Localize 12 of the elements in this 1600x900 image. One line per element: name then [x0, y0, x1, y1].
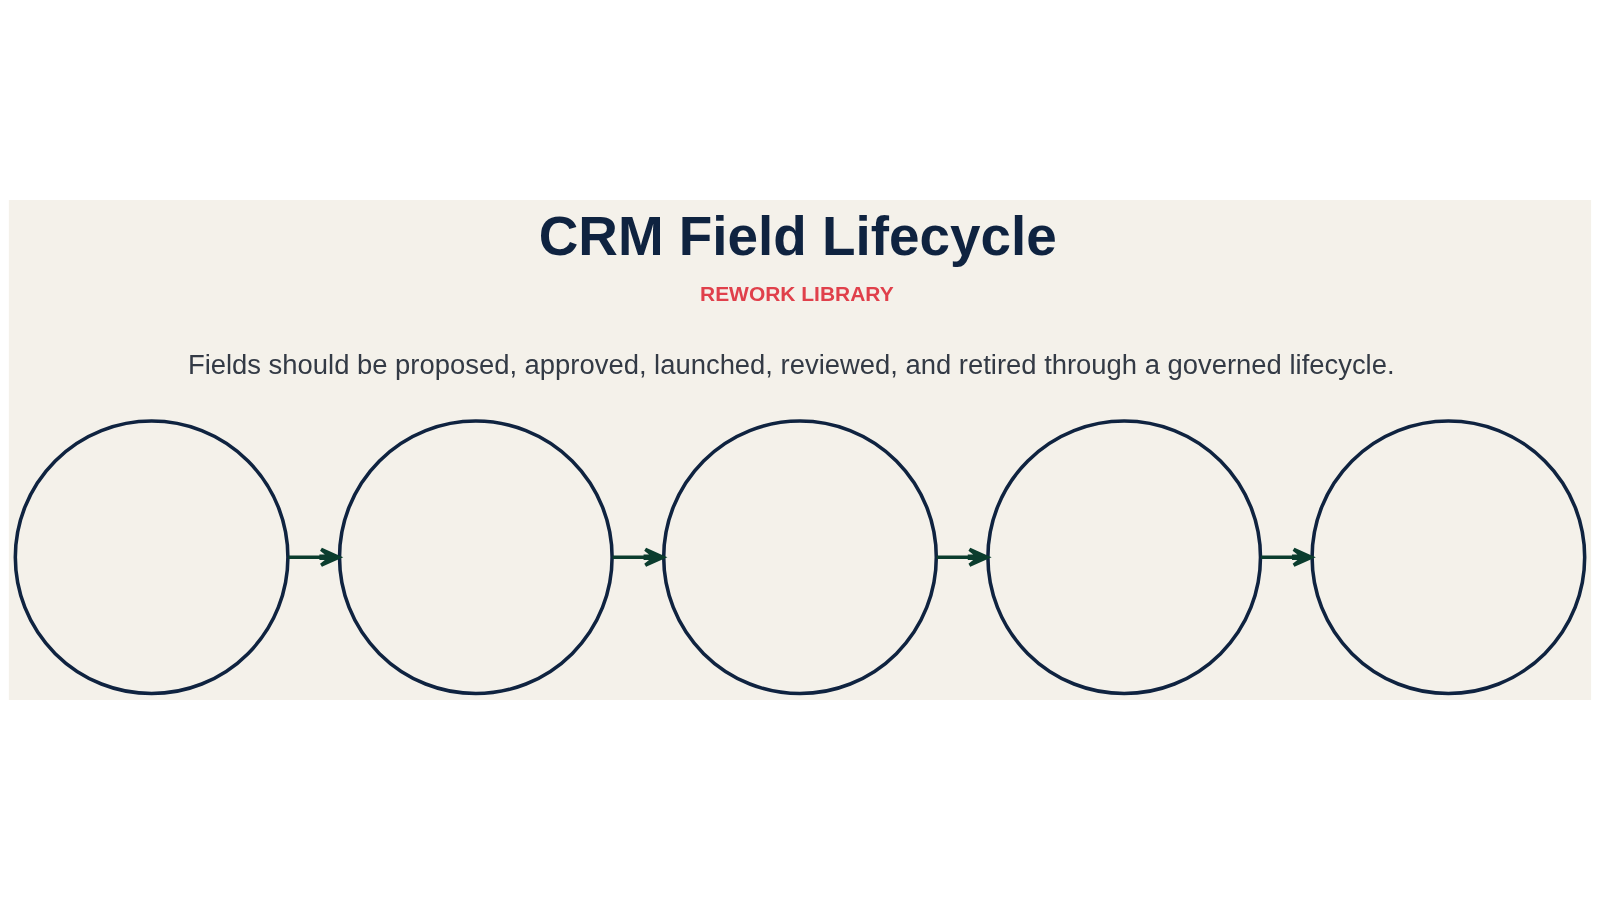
diagram-title: CRM Field Lifecycle [538, 205, 1057, 268]
arrow [612, 547, 665, 567]
arrow [1260, 547, 1314, 567]
arrow [936, 547, 990, 567]
node-circle [1310, 419, 1587, 696]
label: Fields should be proposed, approved, launched, reviewed, and retired through a governed lifecycle. [187, 349, 1395, 381]
node-circle [337, 419, 614, 696]
node-circle [13, 419, 290, 696]
node-circle [661, 419, 939, 696]
label: REWORK LIBRARY [700, 281, 894, 305]
arrow [288, 547, 341, 567]
node-circle [986, 419, 1263, 696]
